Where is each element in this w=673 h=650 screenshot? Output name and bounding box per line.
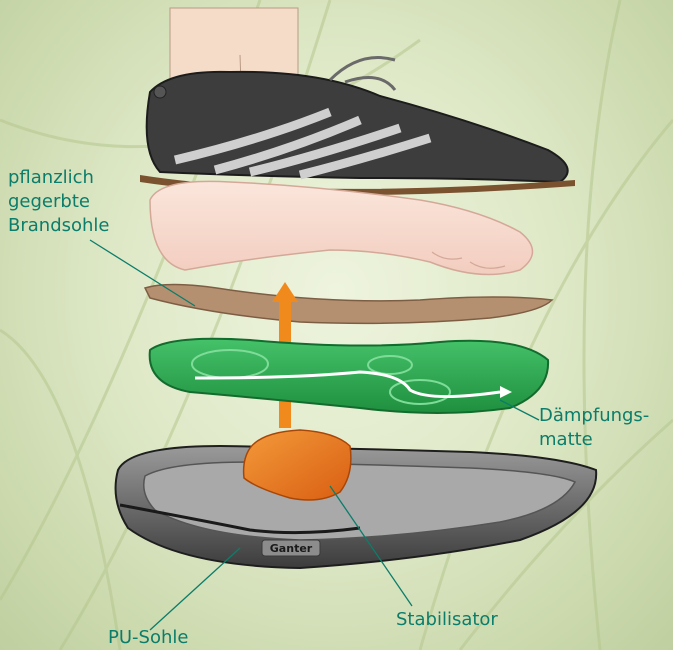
footbed-layer [145, 284, 552, 323]
leader-line-pu-sohle [150, 548, 240, 630]
label-pu-sohle: PU-Sohle [108, 626, 188, 650]
damping-mat-layer [150, 339, 548, 413]
label-brandsohle-line-2: gegerbte [8, 190, 110, 214]
label-brandsohle-line-1: pflanzlich [8, 166, 110, 190]
label-brandsohle: pflanzlich gegerbte Brandsohle [8, 166, 110, 238]
label-daempfungsmatte-line-2: matte [539, 428, 649, 452]
pu-sole-layer: Ganter [116, 446, 597, 568]
label-stabilisator: Stabilisator [396, 608, 498, 632]
brand-logo-text: Ganter [270, 542, 313, 555]
label-daempfungsmatte: Dämpfungs- matte [539, 404, 649, 452]
foot-illustration [150, 181, 533, 274]
label-daempfungsmatte-line-1: Dämpfungs- [539, 404, 649, 428]
shoe-upper-illustration [140, 58, 575, 196]
label-brandsohle-line-3: Brandsohle [8, 214, 110, 238]
